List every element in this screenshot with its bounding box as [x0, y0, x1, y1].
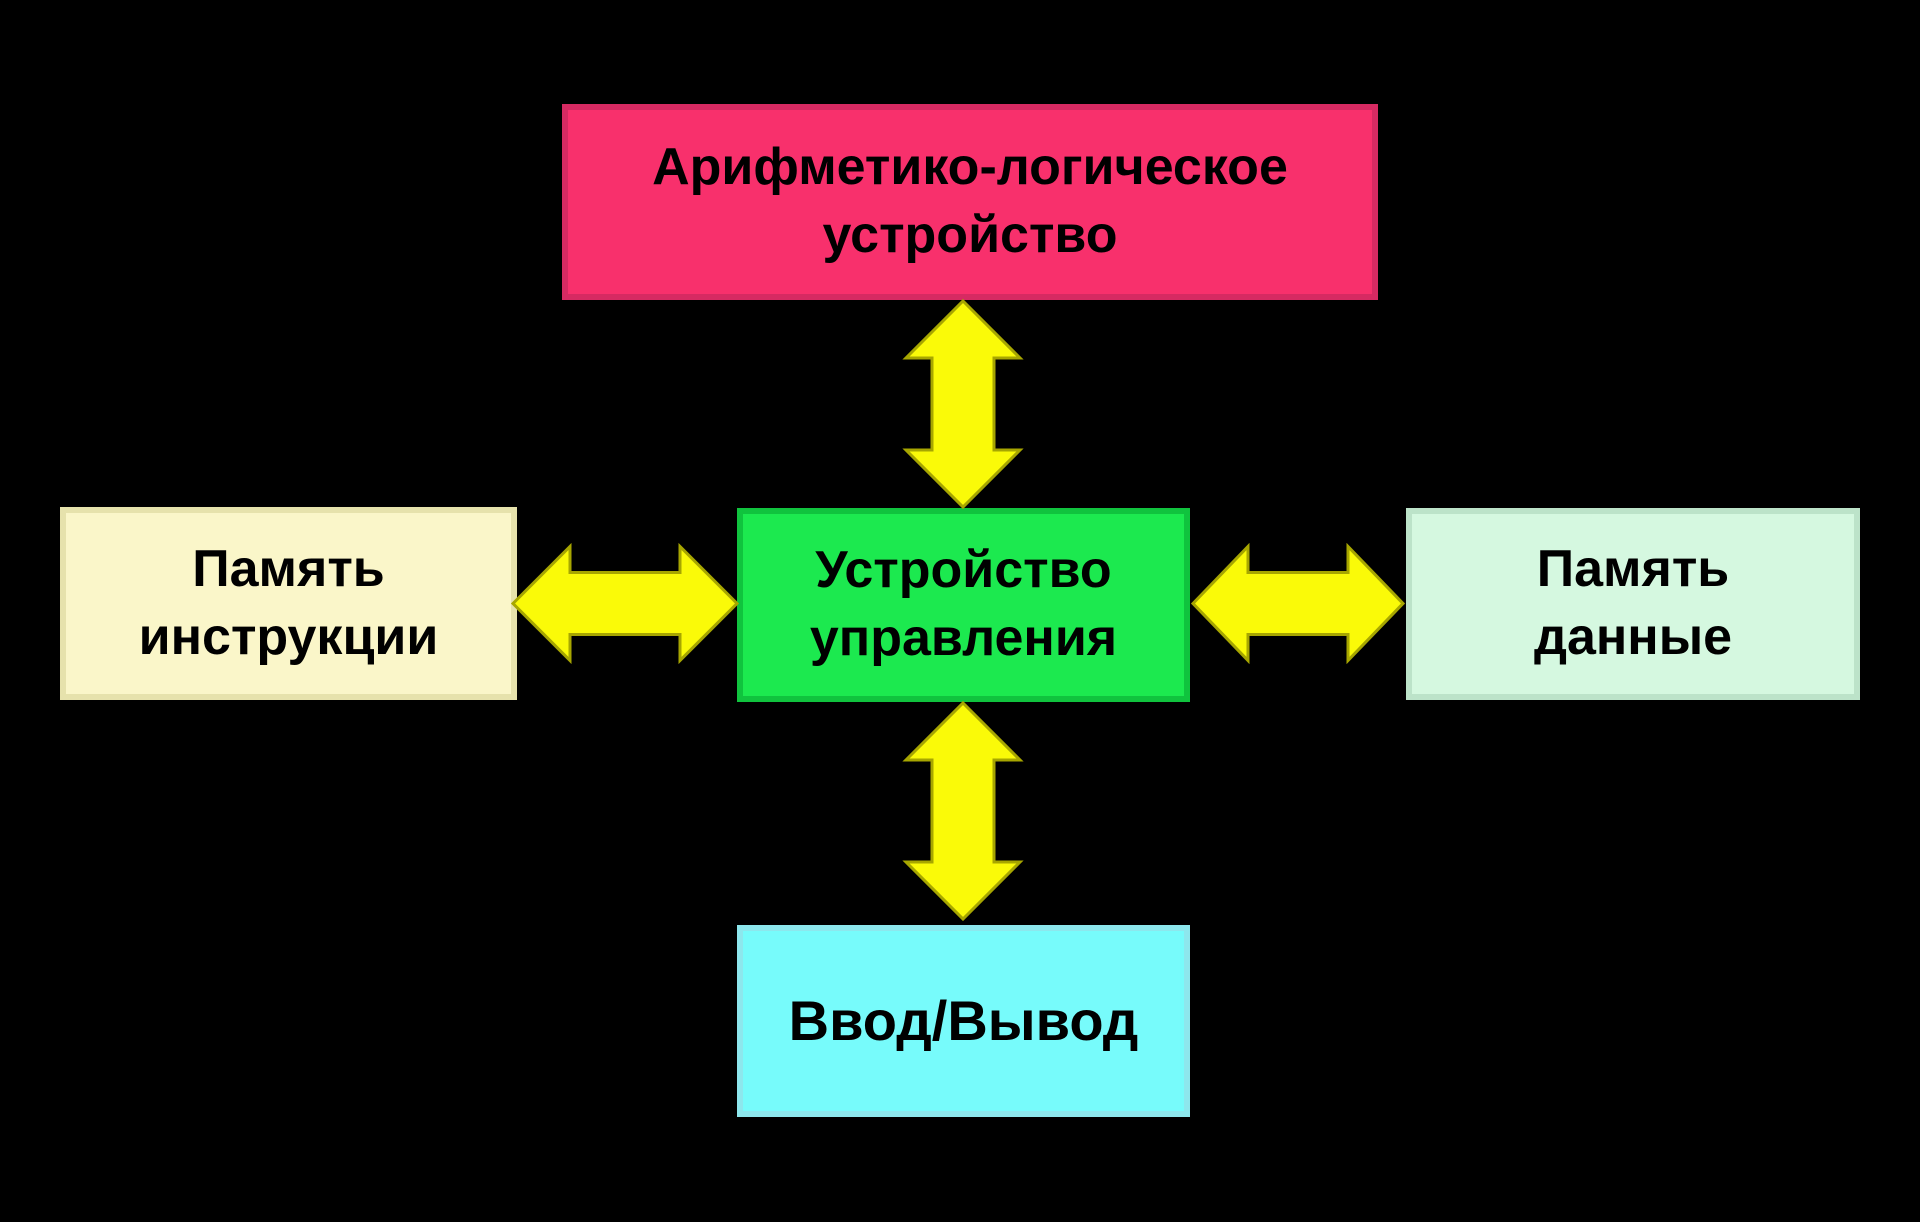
- box-io-label-line1: Ввод/Вывод: [788, 988, 1139, 1052]
- box-instruction-memory-label-line1: Память: [192, 539, 385, 598]
- box-instruction-memory-label-line2: инструкции: [138, 607, 439, 666]
- box-data-memory-label-line2: данные: [1533, 608, 1733, 666]
- double-arrow-control-io-icon: [902, 700, 1024, 922]
- box-io: Ввод/Вывод: [737, 925, 1190, 1117]
- box-alu: Арифметико-логическое устройство: [562, 104, 1378, 300]
- box-control-unit: Устройство управления: [737, 508, 1190, 702]
- double-arrow-alu-control-icon: [902, 298, 1024, 510]
- box-instruction-memory: Память инструкции: [60, 507, 517, 700]
- box-data-memory: Память данные: [1406, 508, 1860, 700]
- double-arrow-control-data-memory-icon: [1190, 543, 1406, 664]
- box-alu-label-line2: устройство: [822, 206, 1118, 264]
- box-control-unit-label-line1: Устройство: [815, 541, 1112, 600]
- box-data-memory-label-line1: Память: [1536, 540, 1730, 599]
- double-arrow-instruction-memory-control-icon: [510, 543, 740, 664]
- box-control-unit-label-line2: управления: [809, 609, 1118, 667]
- box-alu-label-line1: Арифметико-логическое: [652, 138, 1288, 197]
